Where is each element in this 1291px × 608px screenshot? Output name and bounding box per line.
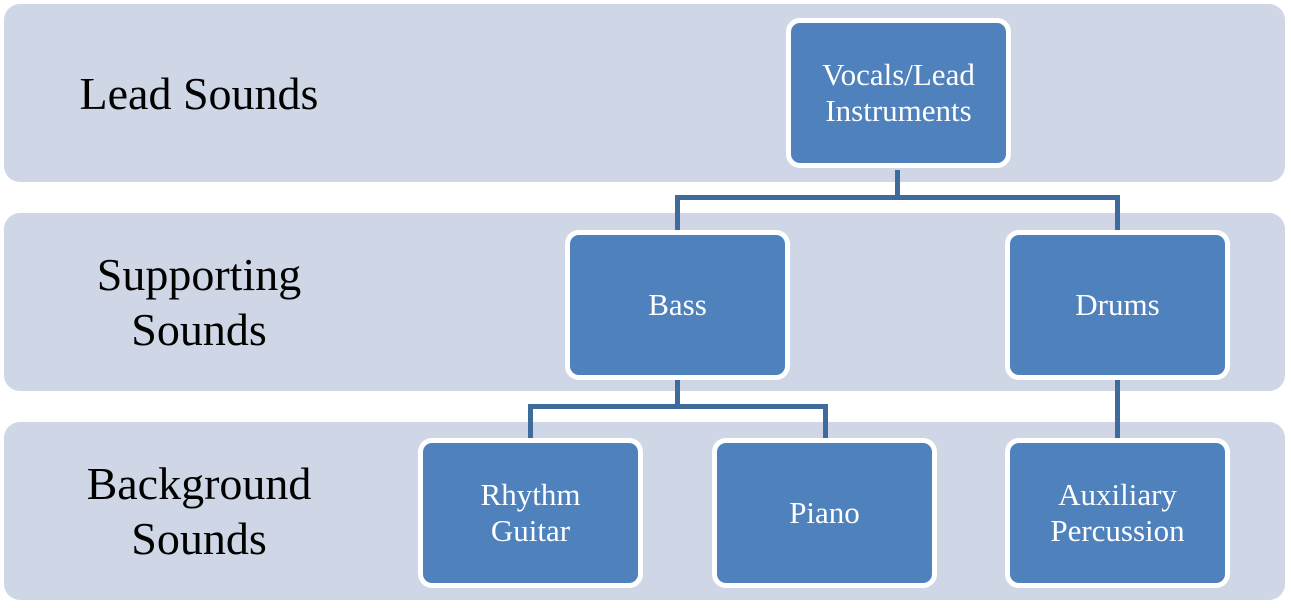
node-piano: Piano bbox=[712, 438, 937, 588]
connector-to-piano bbox=[823, 404, 828, 440]
node-drums: Drums bbox=[1005, 230, 1230, 380]
node-auxiliary-percussion: Auxiliary Percussion bbox=[1005, 438, 1230, 588]
connector-vocals-bar bbox=[675, 195, 1120, 200]
node-bass: Bass bbox=[565, 230, 790, 380]
connector-to-drums bbox=[1115, 195, 1120, 231]
node-label: Piano bbox=[789, 495, 860, 530]
node-label: Auxiliary Percussion bbox=[1050, 477, 1185, 548]
level-label-background: Background Sounds bbox=[86, 458, 312, 564]
node-vocals-lead-instruments: Vocals/Lead Instruments bbox=[786, 18, 1011, 168]
node-label: Drums bbox=[1075, 287, 1160, 322]
level-band-lead: Lead Sounds bbox=[4, 4, 1285, 182]
connector-to-auxiliary-percussion bbox=[1115, 380, 1120, 440]
connector-to-rhythm-guitar bbox=[528, 404, 533, 440]
connector-bass-stem bbox=[675, 380, 680, 408]
node-label: Rhythm Guitar bbox=[480, 477, 581, 548]
level-label-lead: Lead Sounds bbox=[79, 67, 319, 119]
connector-bass-bar bbox=[528, 404, 828, 409]
node-label: Vocals/Lead Instruments bbox=[822, 57, 975, 128]
node-label: Bass bbox=[648, 287, 707, 322]
connector-to-bass bbox=[675, 195, 680, 231]
level-label-supporting: Supporting Sounds bbox=[96, 249, 302, 355]
node-rhythm-guitar: Rhythm Guitar bbox=[418, 438, 643, 588]
connector-vocals-stem bbox=[895, 170, 900, 198]
